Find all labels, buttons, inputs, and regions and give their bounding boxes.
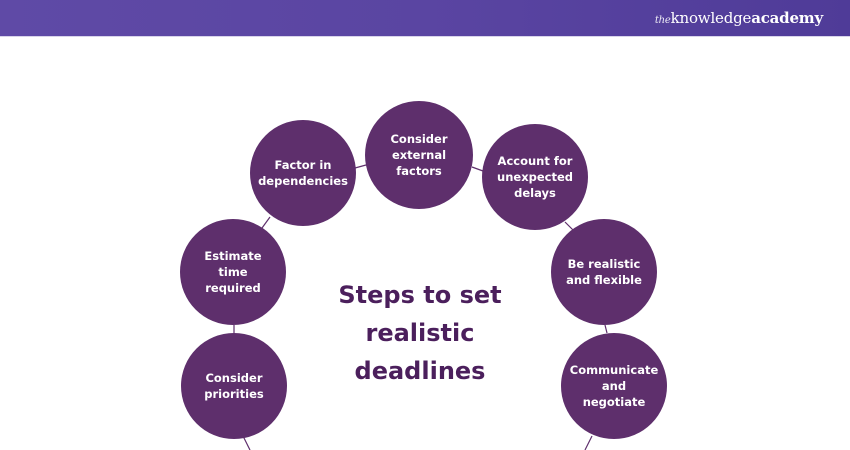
step-label: Account for unexpected delays (497, 154, 573, 200)
step-label: Consider external factors (390, 132, 448, 178)
diagram-title: Steps to set realistic deadlines (338, 281, 502, 385)
step-label: Communicate and negotiate (569, 363, 659, 409)
step-be-realistic-and-flexible: Be realistic and flexible (551, 219, 657, 325)
step-account-for-unexpected-delays: Account for unexpected delays (482, 124, 588, 230)
step-label: Consider priorities (204, 371, 264, 401)
logo-word-knowledge: knowledge (670, 9, 752, 27)
connector-line (261, 216, 271, 229)
step-consider-priorities: Consider priorities (181, 333, 287, 439)
step-label: Factor in dependencies (258, 158, 348, 188)
connector-line (471, 166, 484, 172)
brand-logo[interactable]: theknowledgeacademy (655, 8, 823, 31)
header-banner: theknowledgeacademy (0, 0, 850, 37)
step-consider-external-factors: Consider external factors (365, 101, 473, 209)
step-factor-in-dependencies: Factor in dependencies (250, 120, 356, 226)
step-communicate-and-negotiate: Communicate and negotiate (561, 333, 667, 439)
connector-line (584, 435, 593, 450)
connector-line (242, 435, 251, 450)
step-label: Be realistic and flexible (566, 257, 642, 287)
step-label: Estimate time required (204, 249, 262, 295)
logo-prefix: the (654, 15, 671, 26)
connector-line (604, 324, 608, 334)
logo-word-academy: academy (751, 9, 823, 27)
connector-line (354, 164, 367, 169)
step-estimate-time-required: Estimate time required (180, 219, 286, 325)
